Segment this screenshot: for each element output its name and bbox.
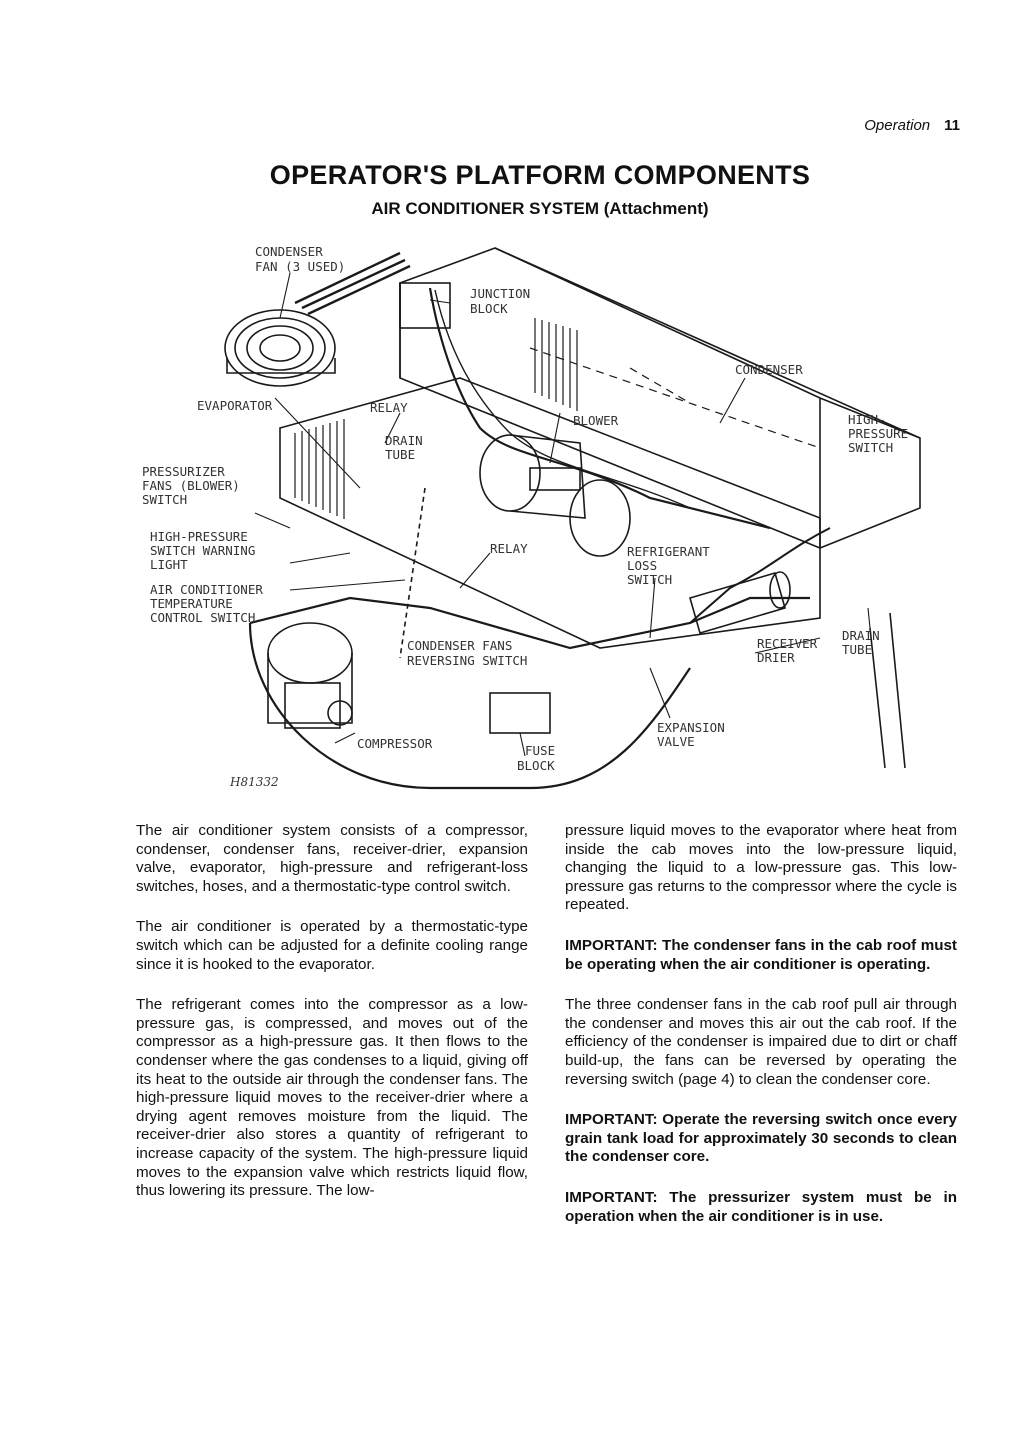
label-drain-tube-right-2: TUBE [842,642,872,657]
label-condenser-fan-2: FAN (3 USED) [255,259,345,274]
label-refrigerant-loss-1: REFRIGERANT [627,544,710,559]
label-warning-light-1: HIGH-PRESSURE [150,529,248,544]
hose-main [249,596,810,650]
fuse-block-drawing [489,692,551,734]
label-receiver-drier-1: RECEIVER [757,636,818,651]
important-note-pressurizer: IMPORTANT: The pressurizer system must b… [565,1188,957,1225]
label-expansion-valve-2: VALVE [657,734,695,749]
right-paragraph-1: pressure liquid moves to the evaporator … [565,822,957,914]
evaporator-housing [279,377,821,649]
ac-system-diagram: CONDENSER FAN (3 USED) JUNCTION BLOCK CO… [130,228,930,808]
label-junction-block-2: BLOCK [470,301,508,316]
label-high-pressure-switch-2: PRESSURE [848,426,908,441]
receiver-drier-drawing [689,571,791,634]
figure-id-label: H81332 [229,775,279,789]
running-head: Operation 11 [864,117,960,134]
label-temp-control-2: TEMPERATURE [150,596,233,611]
right-paragraph-2: The three condenser fans in the cab roof… [565,996,957,1088]
left-paragraph-2: The air conditioner is operated by a the… [136,918,528,973]
label-refrigerant-loss-2: LOSS [627,558,657,573]
drain-tube-drawing [869,612,906,769]
label-drain-tube-2: TUBE [385,447,415,462]
label-refrigerant-loss-3: SWITCH [627,572,672,587]
hose-lower [248,622,691,790]
label-temp-control-3: CONTROL SWITCH [150,610,255,625]
label-fuse-block-1: FUSE [525,743,555,758]
body-left-column: The air conditioner system consists of a… [136,822,528,1223]
label-warning-light-3: LIGHT [150,557,188,572]
label-blower: BLOWER [573,413,619,428]
label-high-pressure-switch-3: SWITCH [848,440,893,455]
page-title: OPERATOR'S PLATFORM COMPONENTS [269,160,811,190]
wiring-harness [428,287,771,530]
running-head-section: Operation [864,117,931,134]
label-reversing-switch-2: REVERSING SWITCH [407,653,527,668]
label-condenser-fan-1: CONDENSER [255,244,323,259]
label-expansion-valve-1: EXPANSION [657,720,725,735]
important-note-fans: IMPORTANT: The condenser fans in the cab… [565,936,957,973]
hose-receiver [689,527,831,624]
body-right-column: pressure liquid moves to the evaporator … [565,822,957,1248]
leader-lines [254,272,871,757]
junction-block-drawing [399,282,451,329]
label-relay-mid: RELAY [490,541,528,556]
diagram-svg: CONDENSER FAN (3 USED) JUNCTION BLOCK CO… [142,244,921,790]
blower-drawing [479,434,631,557]
condenser-fins [534,318,578,411]
label-evaporator: EVAPORATOR [197,398,273,413]
label-temp-control-1: AIR CONDITIONER [150,582,263,597]
diagram-drawing [224,247,921,790]
label-junction-block-1: JUNCTION [470,286,530,301]
label-receiver-drier-2: DRIER [757,650,795,665]
compressor-drawing [267,622,353,729]
left-paragraph-3: The refrigerant comes into the compresso… [136,996,528,1200]
diagram-labels: CONDENSER FAN (3 USED) JUNCTION BLOCK CO… [142,244,908,789]
evaporator-fins [294,419,345,519]
label-condenser: CONDENSER [735,362,803,377]
label-compressor: COMPRESSOR [357,736,433,751]
page-subtitle: AIR CONDITIONER SYSTEM (Attachment) [371,199,709,218]
page-number: 11 [944,117,960,134]
label-drain-tube-right-1: DRAIN [842,628,880,643]
label-fuse-block-2: BLOCK [517,758,555,773]
important-note-reversing: IMPORTANT: Operate the reversing switch … [565,1111,957,1166]
label-warning-light-2: SWITCH WARNING [150,543,255,558]
label-high-pressure-switch-1: HIGH- [848,412,886,427]
label-drain-tube-1: DRAIN [385,433,423,448]
label-pressurizer-1: PRESSURIZER [142,464,225,479]
label-relay-top: RELAY [370,400,408,415]
label-reversing-switch-1: CONDENSER FANS [407,638,512,653]
left-paragraph-1: The air conditioner system consists of a… [136,822,528,895]
label-pressurizer-2: FANS (BLOWER) [142,478,240,493]
label-pressurizer-3: SWITCH [142,492,187,507]
